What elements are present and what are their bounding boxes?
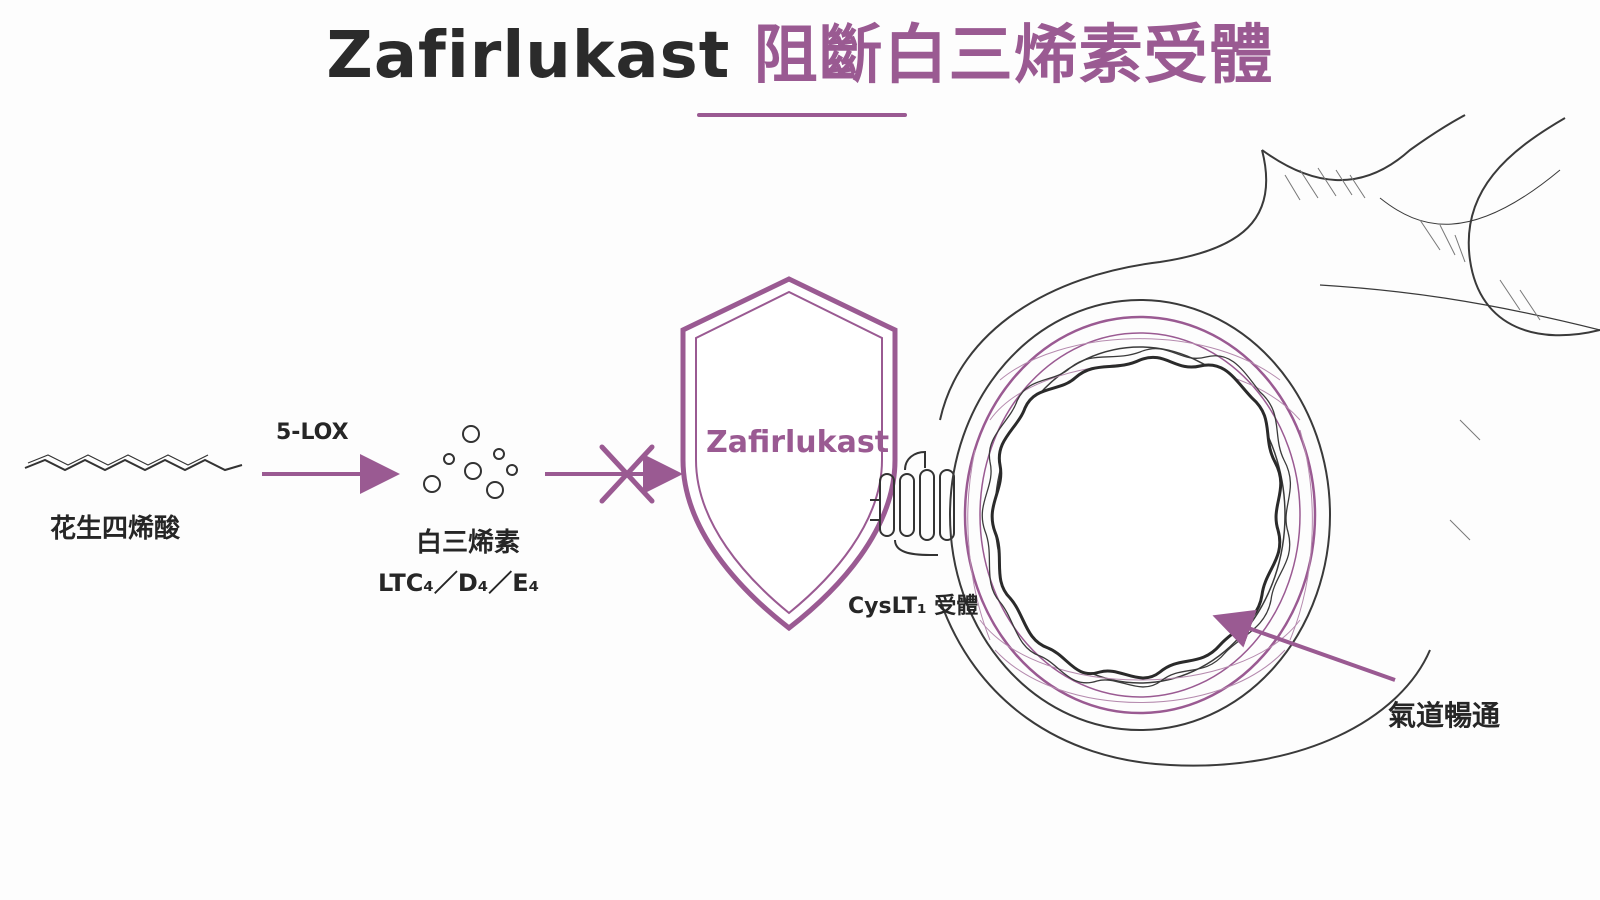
arrow-airway bbox=[1212, 609, 1396, 682]
airway-tube-icon bbox=[939, 114, 1600, 767]
product-types: LTC₄／D₄／E₄ bbox=[378, 569, 540, 597]
title-subtitle: 阻斷白三烯素受體 bbox=[753, 19, 1274, 93]
shield-label: Zafirlukast bbox=[706, 425, 890, 460]
leukotriene-molecules-icon bbox=[423, 425, 518, 499]
source-label: 花生四烯酸 bbox=[50, 514, 181, 544]
airway-label: 氣道暢通 bbox=[1388, 699, 1501, 732]
title-drug-name: Zafirlukast bbox=[326, 19, 731, 93]
shield-icon bbox=[680, 276, 898, 632]
page-title: Zafirlukast 阻斷白三烯素受體 bbox=[0, 16, 1600, 96]
product-label: 白三烯素 bbox=[416, 528, 521, 558]
enzyme-label: 5-LOX bbox=[276, 420, 349, 445]
title-underline bbox=[697, 113, 907, 117]
x-mark-icon bbox=[599, 444, 655, 504]
receptor-label: CysLT₁ 受體 bbox=[848, 594, 979, 619]
arachidonic-acid-icon bbox=[24, 454, 243, 472]
receptor-coil-icon bbox=[870, 450, 955, 556]
